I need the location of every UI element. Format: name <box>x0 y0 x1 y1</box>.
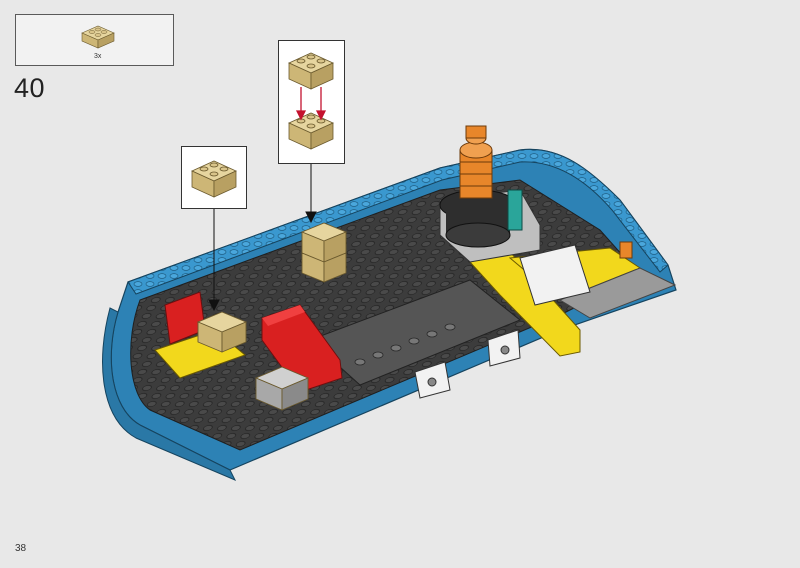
yellow-bricks <box>154 247 677 379</box>
rotating-mechanism <box>439 125 633 263</box>
callout-single-brick <box>181 146 247 209</box>
placed-tan-bricks <box>196 222 348 411</box>
parts-list-box: 3x <box>15 14 174 66</box>
page-number: 38 <box>15 543 27 554</box>
callout-stacked-bricks <box>278 40 345 164</box>
white-technic-pieces <box>414 244 591 399</box>
tan-2x2-brick-stack-icon <box>288 52 334 150</box>
tan-2x2-brick-icon <box>191 160 237 198</box>
step-number: 40 <box>14 73 46 103</box>
callout-arrows <box>208 163 317 312</box>
parts-quantity: 3x <box>94 53 102 60</box>
red-bricks <box>164 291 343 393</box>
tan-2x2-brick-icon <box>81 25 115 49</box>
